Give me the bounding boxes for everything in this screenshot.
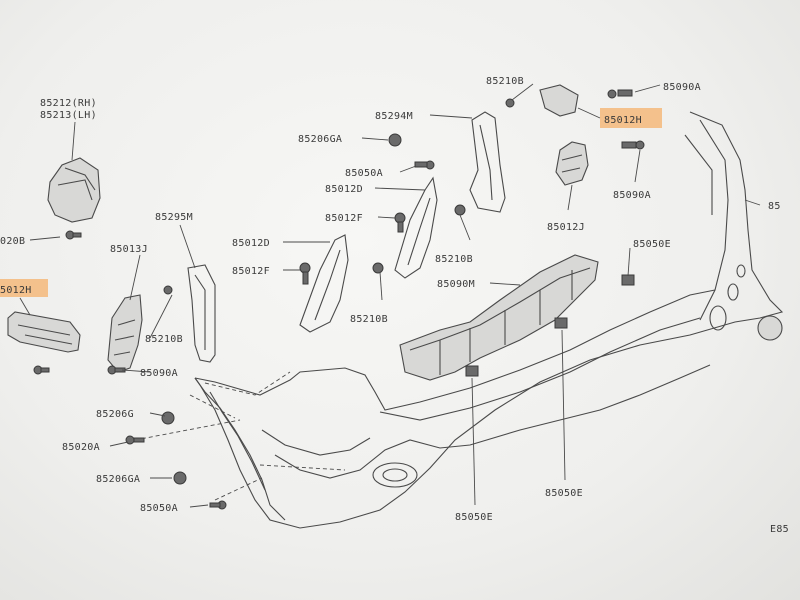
label-85050e-3: 85050E (455, 512, 493, 523)
label-85050a-2: 85050A (345, 168, 383, 179)
bracket-85012d-lower (299, 234, 349, 333)
bracket-85012j (555, 141, 589, 186)
label-85050a-1: 85050A (140, 503, 178, 514)
guide-line-4 (214, 477, 263, 501)
label-85012f-1: 85012F (325, 213, 363, 224)
label-85212: 85212(RH) (40, 98, 97, 109)
guide-line-2 (189, 394, 236, 419)
left-bracket-85012h (7, 311, 81, 353)
highlight-85012h-right (600, 108, 662, 128)
label-85090a-2: 85090A (663, 82, 701, 93)
label-corner-code: E85 (770, 524, 789, 535)
left-bracket-85212 (47, 157, 101, 223)
label-85012d-2: 85012D (232, 238, 270, 249)
label-85050e-1: 85050E (633, 239, 671, 250)
label-85050e-2: 85050E (545, 488, 583, 499)
label-85206ga-2: 85206GA (298, 134, 342, 145)
label-85013j: 85013J (110, 244, 148, 255)
label-85206ga-1: 85206GA (96, 474, 140, 485)
highlight-85012h-left (0, 279, 48, 297)
label-85012j: 85012J (547, 222, 585, 233)
label-85020a: 85020A (62, 442, 100, 453)
part-labels: 85212(RH) 85213(LH) 020B 5012H 85013J 85… (0, 76, 789, 535)
label-85090a-1: 85090A (140, 368, 178, 379)
bracket-85013j (107, 294, 143, 373)
label-85210b-3: 85210B (350, 314, 388, 325)
guide-line-3 (134, 419, 241, 441)
label-85210b-1: 85210B (145, 334, 183, 345)
label-85012f-2: 85012F (232, 266, 270, 277)
energy-absorber-part (399, 254, 599, 381)
sensor-85210b-top (539, 84, 579, 117)
label-85012h-left: 5012H (0, 285, 32, 296)
label-85294m: 85294M (375, 111, 413, 122)
label-85090a-3: 85090A (613, 190, 651, 201)
label-85210b-2: 85210B (435, 254, 473, 265)
label-85210b-4: 85210B (486, 76, 524, 87)
label-85090m: 85090M (437, 279, 475, 290)
label-85012h-right: 85012H (604, 115, 642, 126)
bracket-85012d-upper (394, 176, 438, 279)
label-85295m: 85295M (155, 212, 193, 223)
label-85213: 85213(LH) (40, 110, 97, 121)
leader-lines (19, 83, 761, 508)
label-85012d-1: 85012D (325, 184, 363, 195)
guide-line-5 (259, 464, 346, 471)
bracket-85295m (187, 264, 216, 363)
label-85020b: 020B (0, 236, 25, 247)
label-85206g: 85206G (96, 409, 134, 420)
fasteners (33, 89, 783, 510)
bracket-85294m (469, 111, 506, 213)
guide-line-1 (204, 371, 291, 396)
label-85-right: 85 (768, 201, 781, 212)
